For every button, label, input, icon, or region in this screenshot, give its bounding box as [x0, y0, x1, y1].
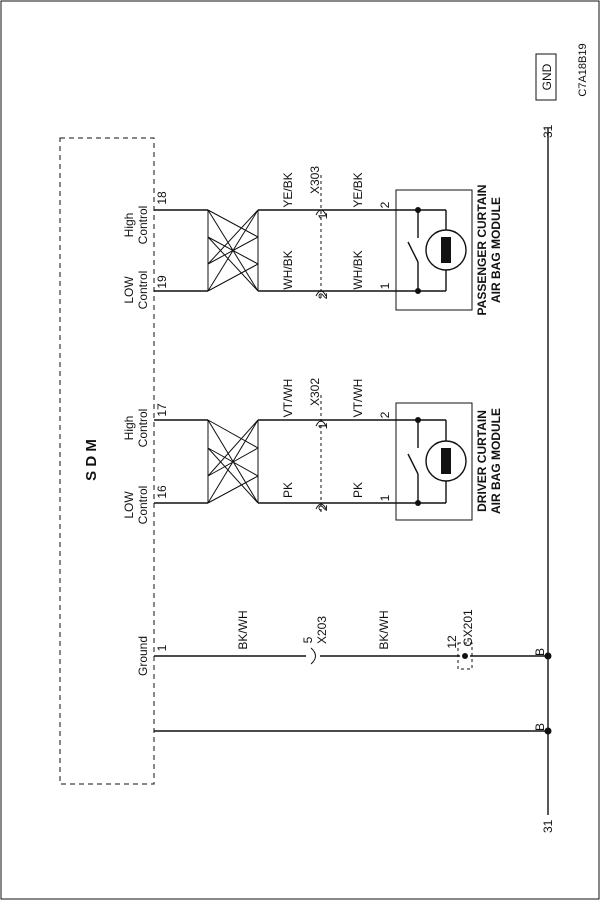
pin-label-high-17-line2: Control [136, 409, 150, 448]
connector-x203-symbol [310, 647, 316, 665]
driver-shorting-switch [407, 453, 419, 475]
connector-x303-pin-2: 2 [316, 292, 330, 299]
wire-label-pk-1: PK [281, 482, 295, 498]
wire-label-wh-bk-2: WH/BK [351, 250, 365, 289]
pin-number-1: 1 [155, 644, 169, 651]
driver-circuit: VT/WH PK VT/WH PK X302 1 2 2 1 DRIVER CU… [154, 378, 503, 521]
connector-x203-pin: 5 [301, 636, 315, 643]
passenger-module-label-1: PASSENGER CURTAIN [475, 185, 489, 316]
driver-module-label-1: DRIVER CURTAIN [475, 410, 489, 512]
bus-number-top: 31 [541, 124, 555, 138]
driver-module-box [395, 402, 473, 521]
driver-inflator-icon [425, 440, 467, 482]
wire-label-bk-wh-1: BK/WH [236, 610, 250, 649]
wire-label-ye-bk-1: YE/BK [281, 172, 295, 207]
connector-x302-pin-2: 2 [316, 504, 330, 511]
node-label-b1: B [533, 648, 547, 656]
passenger-module-pin-1: 1 [378, 282, 392, 289]
pin-label-high-18-line2: Control [136, 206, 150, 245]
splice-gx201-node [462, 653, 468, 659]
pin-label-low-16-line2: Control [136, 486, 150, 525]
passenger-module-pin-2: 2 [378, 201, 392, 208]
wire-label-pk-2: PK [351, 482, 365, 498]
sdm-title: S D M [83, 439, 100, 481]
passenger-shorting-switch [407, 241, 419, 263]
wire-label-ye-bk-2: YE/BK [351, 172, 365, 207]
pin-number-18: 18 [155, 191, 169, 205]
pin-number-17: 17 [155, 403, 169, 417]
bus-number-bottom: 31 [541, 819, 555, 833]
sdm-pin-labels: High Control 18 LOW Control 19 High Cont… [122, 191, 169, 676]
splice-gx201-pin: 12 [445, 635, 459, 649]
pin-label-ground: Ground [136, 636, 150, 676]
pin-label-high-17-line1: High [122, 416, 136, 441]
splice-gx201-label: GX201 [461, 609, 475, 647]
driver-module-pin-2: 2 [378, 411, 392, 418]
pin-number-19: 19 [155, 275, 169, 289]
splice-gx201-box [457, 642, 473, 670]
ground-bus: 31 31 B B [533, 124, 555, 833]
passenger-module-box [395, 189, 473, 311]
sdm-box: S D M [59, 137, 155, 785]
passenger-module-label-2: AIR BAG MODULE [489, 197, 503, 303]
connector-x303-label: X303 [308, 166, 322, 194]
pin-number-16: 16 [155, 485, 169, 499]
node-label-b2: B [533, 723, 547, 731]
pin-label-high-18-line1: High [122, 213, 136, 238]
passenger-circuit: YE/BK WH/BK YE/BK WH/BK X303 1 2 2 1 PAS… [154, 166, 503, 316]
connector-x302-label: X302 [308, 378, 322, 406]
gnd-box: GND [535, 53, 557, 101]
pin-label-low-16-line1: LOW [122, 491, 136, 519]
wire-label-vt-wh-2: VT/WH [351, 379, 365, 418]
connector-x302-pin-1: 1 [316, 422, 330, 429]
connector-x203-label: X203 [315, 616, 329, 644]
wire-label-bk-wh-2: BK/WH [377, 610, 391, 649]
wire-label-vt-wh-1: VT/WH [281, 379, 295, 418]
connector-x303-pin-1: 1 [316, 212, 330, 219]
gnd-label: GND [540, 63, 554, 90]
wire-label-wh-bk-1: WH/BK [281, 250, 295, 289]
ground-circuit: BK/WH BK/WH 5 X203 12 GX201 [154, 609, 548, 732]
pin-label-low-19-line1: LOW [122, 276, 136, 304]
driver-module-label-2: AIR BAG MODULE [489, 408, 503, 514]
passenger-inflator-icon [425, 229, 467, 271]
pin-label-low-19-line2: Control [136, 271, 150, 310]
driver-module-pin-1: 1 [378, 494, 392, 501]
figure-id: C7A18B19 [577, 43, 589, 96]
